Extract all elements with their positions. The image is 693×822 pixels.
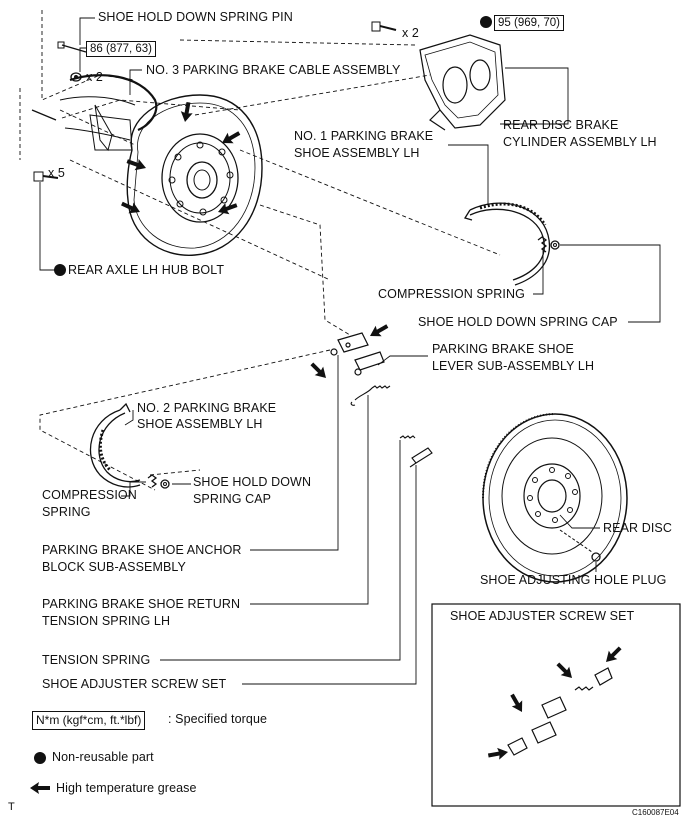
no1-shoe-drawing (463, 202, 551, 286)
label-no2-shoe-1: NO. 2 PARKING BRAKE (137, 401, 277, 415)
label-anchor-block-1: PARKING BRAKE SHOE ANCHOR (42, 543, 242, 557)
label-return-spring-1: PARKING BRAKE SHOE RETURN (42, 597, 241, 611)
label-compression-spring-left-2: SPRING (42, 505, 91, 519)
label-rear-disc-brake-cyl-1: REAR DISC BRAKE (503, 118, 619, 132)
label-cap-left-1: SHOE HOLD DOWN (193, 475, 312, 489)
nonreusable-dot-legend (34, 752, 46, 764)
dashed-guide-lines (19, 10, 501, 491)
legend-torque-box: N*m (kgf*cm, ft.*lbf) (32, 711, 146, 730)
adjuster-parts (507, 667, 613, 756)
nonreusable-dot-caliper (480, 16, 492, 28)
grease-arrows (30, 101, 622, 794)
torque-box-backing-plate: 86 (877, 63) (86, 41, 157, 57)
label-compression-spring-left-1: COMPRESSION (42, 488, 137, 502)
legend-torque-text: : Specified torque (168, 712, 268, 726)
label-no1-shoe-2: SHOE ASSEMBLY LH (294, 146, 420, 160)
label-rear-disc: REAR DISC (603, 521, 672, 535)
compression-spring-left (147, 474, 170, 489)
rear-disc-drawing (482, 413, 628, 583)
qty-pin-nut: x 2 (86, 70, 103, 84)
label-cap-left-2: SPRING CAP (193, 492, 272, 506)
label-anchor-block-2: BLOCK SUB-ASSEMBLY (42, 560, 186, 574)
legend-grease-text: High temperature grease (56, 781, 197, 795)
caliper-drawing (419, 34, 506, 131)
qty-hub-bolt: x 5 (48, 166, 65, 180)
label-no2-shoe-2: SHOE ASSEMBLY LH (137, 417, 263, 431)
label-rear-disc-brake-cyl-2: CYLINDER ASSEMBLY LH (503, 135, 657, 149)
backing-plate-hub (59, 74, 263, 256)
footer-code: C160087E04 (632, 808, 679, 817)
hub-bolt (33, 171, 59, 182)
label-no1-shoe-1: NO. 1 PARKING BRAKE (294, 129, 434, 143)
caliper-bolt (371, 21, 397, 32)
label-compression-spring-right: COMPRESSION SPRING (378, 287, 525, 301)
leader-lines (39, 17, 681, 807)
label-rear-axle-hub-bolt: REAR AXLE LH HUB BOLT (68, 263, 225, 277)
footer-mark: T (8, 801, 15, 813)
hole-plug-drawing (591, 552, 601, 562)
hold-down-pin (31, 41, 87, 121)
label-return-spring-2: TENSION SPRING LH (42, 614, 171, 628)
label-inset-title: SHOE ADJUSTER SCREW SET (450, 609, 635, 623)
tension-spring-drawing (399, 435, 433, 468)
label-shoe-adjusting-hole-plug: SHOE ADJUSTING HOLE PLUG (480, 573, 667, 587)
pin-nut (70, 72, 82, 82)
torque-box-caliper: 95 (969, 70) (494, 15, 565, 31)
no2-shoe-drawing (89, 402, 141, 488)
compression-spring-right (537, 236, 560, 253)
label-shoe-hold-down-spring-cap-right: SHOE HOLD DOWN SPRING CAP (418, 315, 618, 329)
legend-nonreusable-text: Non-reusable part (52, 750, 154, 764)
qty-caliper-bolt: x 2 (402, 26, 419, 40)
label-shoe-adjuster-screw-set: SHOE ADJUSTER SCREW SET (42, 677, 227, 691)
label-no3-parking-brake-cable: NO. 3 PARKING BRAKE CABLE ASSEMBLY (146, 63, 401, 77)
nonreusable-dot-hubbolt (54, 264, 66, 276)
label-shoe-lever-1: PARKING BRAKE SHOE (432, 342, 574, 356)
label-shoe-hold-down-spring-pin: SHOE HOLD DOWN SPRING PIN (98, 10, 293, 24)
anchor-block-drawing (330, 332, 385, 376)
label-tension-spring: TENSION SPRING (42, 653, 151, 667)
return-spring-drawing (350, 385, 391, 406)
label-shoe-lever-2: LEVER SUB-ASSEMBLY LH (432, 359, 595, 373)
